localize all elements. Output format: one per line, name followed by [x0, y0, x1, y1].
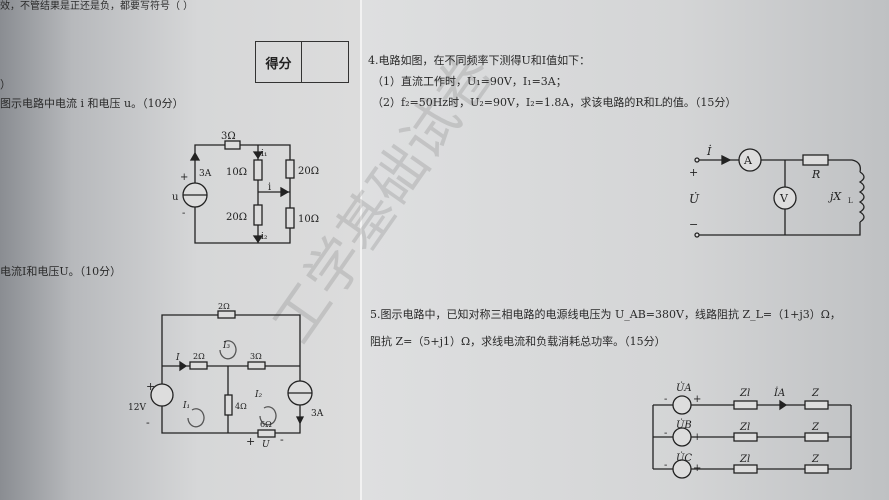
- label-plus: +: [180, 172, 188, 183]
- page-divider: [360, 0, 362, 500]
- circuit-q4: İ A V R jX L + U̇ −: [689, 144, 865, 238]
- ammeter: [738, 148, 762, 172]
- svg-text:İA: İA: [773, 387, 785, 399]
- circuit-q3: 3Ω 10Ω 20Ω 20Ω 10Ω 3A u + - i i₁ i₂: [172, 131, 319, 244]
- svg-text:Z: Z: [811, 388, 820, 399]
- resistor-3ohm: [224, 140, 241, 150]
- svg-text:U̇C: U̇C: [676, 452, 692, 464]
- svg-text:3A: 3A: [311, 409, 324, 419]
- svg-text:L: L: [848, 197, 853, 205]
- question-4-title: 4.电路如图，在不同频率下测得U和I值如下：: [368, 54, 591, 67]
- svg-text:I₃: I₃: [222, 341, 231, 351]
- question-next-text: 电流I和电压U。（10分）: [0, 265, 122, 278]
- inductor: [858, 171, 865, 223]
- label-20ohm-right: 20Ω: [298, 166, 319, 177]
- svg-text:İ: İ: [706, 144, 712, 158]
- circuit-mesh: 2Ω 2Ω 3Ω 4Ω 6Ω 12V 3A I I₁ I₂ I₃ U + - +…: [128, 302, 324, 450]
- question-5-line1: 5.图示电路中，已知对称三相电路的电源线电压为 U_AB=380V，线路阻抗 Z…: [370, 308, 841, 321]
- svg-text:+: +: [693, 463, 701, 474]
- svg-text:Z: Z: [811, 454, 820, 465]
- label-3ohm: 3Ω: [221, 131, 236, 142]
- svg-text:U̇A: U̇A: [676, 382, 692, 394]
- voltmeter: [773, 186, 797, 210]
- question-5-line2: 阻抗 Z=（5+j1）Ω，求线电流和负载消耗总功率。（15分）: [370, 335, 666, 348]
- resistor-6ohm: [257, 429, 276, 438]
- label-10ohm-right: 10Ω: [298, 214, 319, 225]
- label-i1: i₁: [261, 149, 268, 159]
- resistor-r: [802, 154, 829, 166]
- resistor-10ohm-mid: [253, 159, 263, 181]
- resistor-20ohm-mid: [253, 204, 263, 226]
- svg-text:Zl: Zl: [739, 422, 750, 433]
- svg-text:Z: Z: [811, 422, 820, 433]
- svg-text:I₁: I₁: [182, 401, 190, 411]
- svg-text:+: +: [246, 435, 255, 448]
- score-label: 得分: [256, 42, 302, 82]
- svg-text:+: +: [146, 380, 155, 393]
- label-10ohm: 10Ω: [226, 167, 247, 178]
- label-i2: i₂: [261, 232, 268, 242]
- svg-text:jX: jX: [827, 190, 842, 203]
- top-line-text: 效，不管结果是正还是负，都要写符号（ ）: [0, 1, 194, 12]
- resistor-10ohm-right: [285, 207, 295, 229]
- resistor-2ohm-mid: [189, 361, 208, 370]
- svg-text:6Ω: 6Ω: [260, 420, 272, 429]
- label-3a: 3A: [199, 169, 212, 179]
- svg-text:12V: 12V: [128, 403, 146, 413]
- exam-page-right: [362, 0, 889, 500]
- svg-text:Zl: Zl: [739, 388, 750, 399]
- question-4-line1: （1）直流工作时，U₁=90V，I₁=3A；: [372, 75, 567, 88]
- svg-text:I₂: I₂: [254, 390, 263, 400]
- svg-text:+: +: [693, 432, 701, 443]
- svg-text:2Ω: 2Ω: [218, 302, 230, 311]
- label-minus: -: [182, 208, 185, 219]
- svg-text:-: -: [664, 460, 667, 471]
- svg-text:2Ω: 2Ω: [193, 352, 205, 361]
- svg-text:-: -: [146, 416, 150, 429]
- svg-text:-: -: [664, 428, 667, 439]
- voltage-source-12v: [150, 383, 174, 407]
- resistor-3ohm: [247, 361, 266, 370]
- svg-text:V: V: [779, 192, 789, 205]
- svg-text:−: −: [689, 218, 698, 231]
- label-i: i: [268, 182, 271, 193]
- svg-text:-: -: [280, 433, 284, 446]
- svg-text:U̇B: U̇B: [676, 419, 692, 431]
- label-20ohm: 20Ω: [226, 212, 247, 223]
- question-4-line2: （2）f₂=50Hz时，U₂=90V，I₂=1.8A，求该电路的R和L的值。（1…: [372, 96, 737, 109]
- paren-text: ）: [0, 78, 11, 91]
- svg-text:3Ω: 3Ω: [250, 352, 262, 361]
- question-3-text: 图示电路中电流 i 和电压 u。（10分）: [0, 97, 184, 110]
- svg-text:I: I: [175, 353, 180, 363]
- svg-text:Zl: Zl: [739, 454, 750, 465]
- svg-text:-: -: [664, 394, 667, 405]
- svg-text:U̇: U̇: [689, 191, 700, 206]
- svg-text:R: R: [811, 168, 820, 181]
- svg-text:+: +: [693, 394, 701, 405]
- score-box: 得分: [255, 41, 349, 83]
- label-u: u: [172, 192, 179, 203]
- svg-text:A: A: [743, 154, 753, 167]
- resistor-2ohm-top: [217, 310, 236, 319]
- svg-text:4Ω: 4Ω: [235, 402, 247, 411]
- svg-text:U: U: [262, 440, 270, 450]
- resistor-20ohm-right: [285, 159, 295, 179]
- svg-text:+: +: [689, 166, 698, 179]
- circuit-q5: U̇A U̇B U̇C Zl Zl Zl Z Z Z İA + + + - - …: [652, 382, 852, 479]
- resistor-4ohm: [224, 394, 233, 416]
